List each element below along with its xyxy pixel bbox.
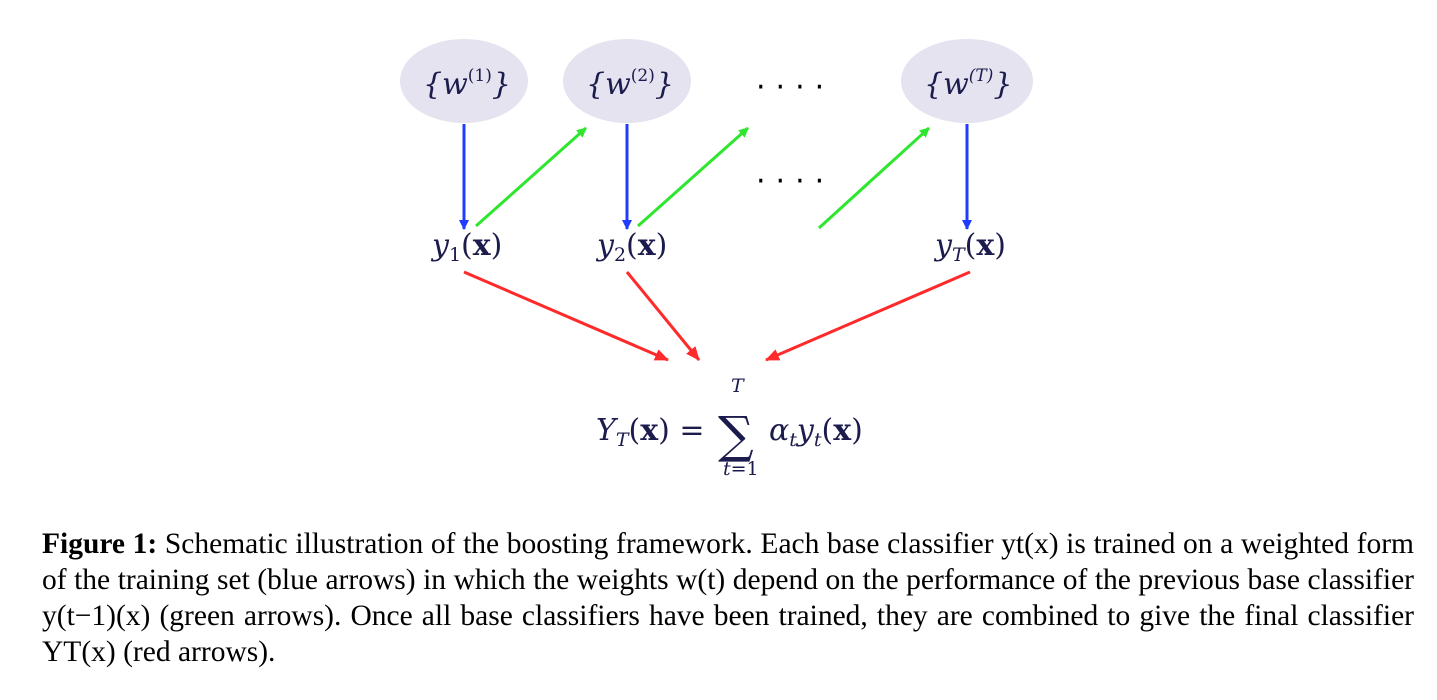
green-arrow-3	[817, 126, 931, 230]
svg-text:YT(x) =: YT(x) =	[596, 413, 705, 451]
red-arrow-1	[463, 270, 669, 362]
caption-label: Figure 1:	[42, 528, 158, 560]
weight-node-1: {w(1)}	[400, 39, 528, 123]
ellipsis-middle: ····	[756, 164, 834, 199]
ellipsis-top: ····	[756, 70, 834, 105]
svg-text:T: T	[731, 375, 745, 397]
svg-text:αtyt(x): αtyt(x)	[769, 413, 863, 451]
svg-text:∑: ∑	[718, 406, 754, 464]
svg-text:t=1: t=1	[723, 458, 759, 480]
green-arrow-1	[475, 126, 587, 228]
weight-node-2: {w(2)}	[563, 39, 691, 123]
green-arrow-2	[637, 126, 749, 228]
classifier-yT: yT(x)	[933, 228, 1006, 266]
svg-text:{w(T)}: {w(T)}	[924, 66, 1012, 102]
figure-caption: Figure 1: Schematic illustration of the …	[42, 526, 1414, 670]
svg-text:{w(1)}: {w(1)}	[423, 66, 511, 102]
classifier-y2: y2(x)	[595, 228, 667, 266]
red-arrow-T	[765, 270, 971, 362]
weight-node-T: {w(T)}	[901, 39, 1033, 123]
red-arrow-2	[625, 271, 701, 361]
combined-classifier-formula: YT(x) = T ∑ t=1 αtyt(x)	[596, 375, 863, 480]
caption-text: Schematic illustration of the boosting f…	[42, 528, 1414, 668]
svg-text:{w(2)}: {w(2)}	[586, 66, 674, 102]
classifier-y1: y1(x)	[430, 228, 502, 266]
